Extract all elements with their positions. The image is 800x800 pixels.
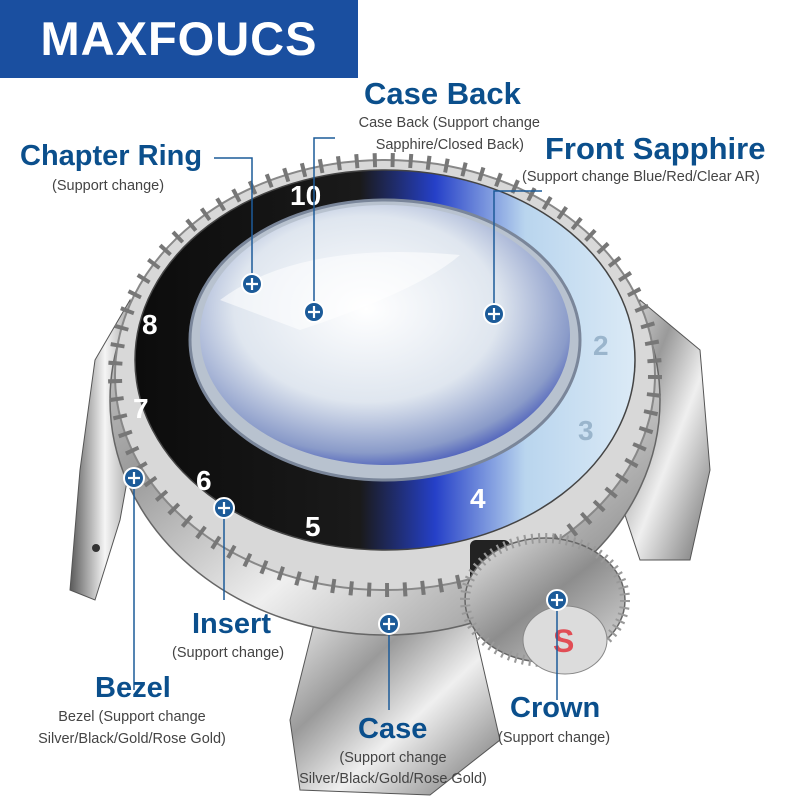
plus-icon[interactable] — [483, 303, 505, 325]
crown-title: Crown — [510, 692, 601, 724]
bezel-number-2: 2 — [593, 330, 609, 361]
chapter-ring-title: Chapter Ring — [20, 140, 203, 172]
case-title: Case — [358, 713, 428, 745]
chapter-ring-desc: (Support change) — [52, 178, 165, 194]
plus-icon[interactable] — [303, 301, 325, 323]
insert-desc: (Support change) — [172, 645, 285, 661]
case-back-title: Case Back — [364, 76, 521, 111]
bezel-desc-2: Silver/Black/Gold/Rose Gold) — [38, 731, 226, 747]
insert-title: Insert — [192, 608, 271, 640]
leader-case-back — [313, 137, 335, 312]
bezel-number-3: 3 — [578, 415, 594, 446]
bezel-number-10: 10 — [290, 180, 321, 211]
front-sapphire-title: Front Sapphire — [545, 131, 766, 166]
bezel-number-4: 4 — [470, 483, 486, 514]
bezel-number-6: 6 — [196, 465, 212, 496]
crown-desc: (Support change) — [498, 730, 611, 746]
case-desc-1: (Support change — [339, 750, 447, 766]
bezel-number-8: 8 — [142, 309, 158, 340]
plus-markers — [123, 273, 568, 635]
case-back-desc-1: Case Back (Support change — [358, 115, 540, 131]
plus-icon[interactable] — [546, 589, 568, 611]
plus-icon[interactable] — [213, 497, 235, 519]
plus-icon[interactable] — [123, 467, 145, 489]
glass-reflection — [220, 252, 460, 330]
front-sapphire-desc: (Support change Blue/Red/Clear AR) — [522, 169, 760, 185]
lug-hole — [92, 544, 100, 552]
plus-icon[interactable] — [241, 273, 263, 295]
bezel-teeth — [108, 153, 662, 597]
brand-logo: MAXFOUCS — [0, 0, 358, 78]
bezel-number-7: 7 — [133, 393, 149, 424]
leader-front-sapphire — [493, 190, 542, 314]
plus-icon[interactable] — [378, 613, 400, 635]
crown-logo: S — [553, 623, 574, 659]
case-desc-2: Silver/Black/Gold/Rose Gold) — [299, 771, 487, 787]
crown-assembly: S — [460, 533, 630, 675]
case-back-desc-2: Sapphire/Closed Back) — [375, 137, 524, 153]
bezel-title: Bezel — [95, 672, 171, 704]
leader-chapter-ring — [214, 157, 253, 284]
sapphire-crystal — [200, 205, 570, 465]
bezel-number-5: 5 — [305, 511, 321, 542]
bezel-desc-1: Bezel (Support change — [58, 709, 206, 725]
